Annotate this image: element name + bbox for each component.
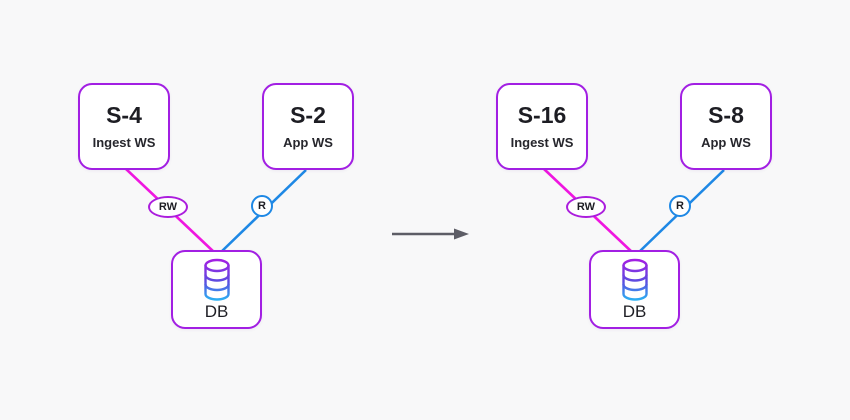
node-title: S-4 — [106, 102, 142, 128]
edge-badge-rw: RW — [148, 196, 188, 218]
diagram-after-scaling: S-16 Ingest WS S-8 App WS DB RW — [496, 83, 773, 330]
db-label: DB — [204, 301, 229, 321]
database-icon — [621, 258, 648, 301]
edge-badge-r: R — [669, 195, 691, 217]
node-db: DB — [589, 250, 680, 329]
node-app-ws: S-8 App WS — [680, 83, 772, 170]
edge-badge-r: R — [251, 195, 273, 217]
node-title: S-8 — [708, 102, 744, 128]
edge-badge-rw: RW — [566, 196, 606, 218]
edge-badge-r-label: R — [676, 200, 684, 212]
node-ingest-ws: S-4 Ingest WS — [78, 83, 170, 170]
database-icon — [203, 258, 230, 301]
edge-badge-r-label: R — [258, 200, 266, 212]
edge-badge-rw-label: RW — [158, 201, 178, 213]
node-ingest-ws: S-16 Ingest WS — [496, 83, 588, 170]
node-title: S-16 — [517, 102, 567, 128]
edge-badge-rw-label: RW — [576, 201, 596, 213]
arrow-right-icon — [392, 228, 469, 240]
node-app-ws: S-2 App WS — [262, 83, 354, 170]
node-subtitle: App WS — [701, 135, 751, 150]
arrow-head — [454, 228, 469, 240]
db-label: DB — [622, 301, 647, 321]
node-subtitle: Ingest WS — [92, 135, 156, 150]
node-subtitle: App WS — [283, 135, 333, 150]
node-db: DB — [171, 250, 262, 329]
node-title: S-2 — [290, 102, 326, 128]
diagram-before-scaling: S-4 Ingest WS S-2 App WS DB RW — [78, 83, 355, 330]
node-subtitle: Ingest WS — [510, 135, 574, 150]
